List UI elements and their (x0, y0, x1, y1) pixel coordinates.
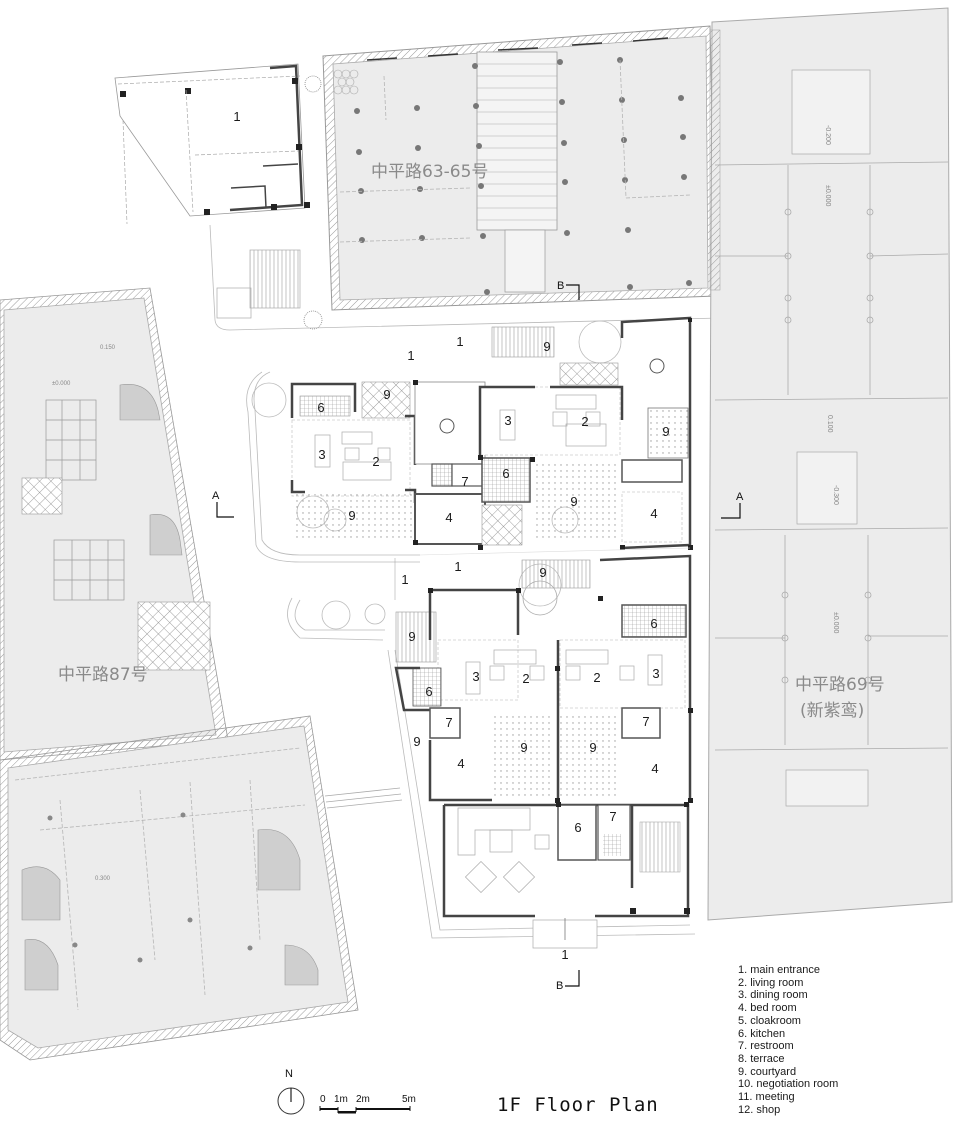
room-number: 9 (408, 629, 415, 644)
room-number: 4 (457, 756, 464, 771)
section-marker-a-right: A (721, 491, 744, 519)
section-marker-b-top: B (557, 280, 580, 300)
neighbor-east-label: 中平路69号 (795, 675, 885, 695)
nw-pavilion: 1 (114, 63, 721, 331)
room-number: 7 (445, 715, 452, 730)
room-number: 1 (401, 572, 408, 587)
room-number: 3 (472, 669, 479, 684)
room-number: 9 (539, 565, 546, 580)
room-number: 9 (383, 387, 390, 402)
legend-item: 6. kitchen (738, 1027, 786, 1040)
room-number: 1 (407, 348, 414, 363)
room-number: 9 (570, 494, 577, 509)
drawing-title: 1F Floor Plan (497, 1094, 659, 1116)
neighbor-north-label: 中平路63-65号 (371, 162, 488, 182)
room-number: 9 (589, 740, 596, 755)
room-number: 6 (574, 820, 581, 835)
elevation-label: 0.100 (826, 415, 833, 433)
room-number: 2 (372, 454, 379, 469)
legend-item: 11. meeting (738, 1091, 795, 1104)
legend-item: 7. restroom (738, 1040, 794, 1053)
room-number: 9 (348, 508, 355, 523)
room-number: 9 (413, 734, 420, 749)
room-number: 2 (522, 671, 529, 686)
legend-item: 4. bed room (738, 1002, 797, 1015)
elevation-label: -0.200 (824, 125, 831, 145)
legend-item: 1. main entrance (738, 964, 820, 976)
room-number: 7 (461, 474, 468, 489)
room-legend: 1. main entrance 2. living room 3. dinin… (738, 964, 838, 1116)
north-arrow-icon (277, 1087, 305, 1115)
room-number: 4 (445, 510, 452, 525)
legend-item: 5. cloakroom (738, 1014, 801, 1027)
room-number: 4 (651, 761, 658, 776)
legend-item: 10. negotiation room (738, 1078, 839, 1091)
elevation-label: ±0.000 (832, 612, 839, 633)
north-label: N (285, 1068, 293, 1080)
room-number: 2 (593, 670, 600, 685)
room-number: 1 (454, 559, 461, 574)
scale-label: 1m (334, 1094, 348, 1105)
neighbor-west-label: 中平路87号 (58, 665, 148, 685)
legend-item: 8. terrace (738, 1052, 785, 1065)
room-number: 6 (502, 466, 509, 481)
svg-text:B: B (557, 280, 564, 292)
elevation-label: 0.150 (100, 345, 116, 351)
room-number: 3 (652, 666, 659, 681)
scale-label: 2m (356, 1094, 370, 1105)
room-number: 7 (642, 714, 649, 729)
section-marker-b-bottom: B (556, 970, 580, 992)
footbridge (324, 787, 403, 809)
neighbor-building-east: -0.200 ±0.000 -0.300 ±0.000 0.100 中平路69号… (707, 7, 953, 921)
scale-bar (319, 1106, 411, 1114)
room-number: 6 (650, 616, 657, 631)
room-number: 1 (456, 334, 463, 349)
svg-text:A: A (212, 490, 220, 502)
elevation-label: 0.300 (95, 876, 111, 882)
main-building: 1 6 9 3 2 7 9 4 1 9 3 2 (290, 316, 693, 962)
elevation-label: -0.300 (832, 485, 839, 505)
room-number: 4 (650, 506, 657, 521)
legend-item: 2. living room (738, 976, 804, 989)
svg-text:A: A (736, 491, 744, 503)
room-number: 9 (543, 339, 550, 354)
scale-label: 0 (320, 1094, 326, 1105)
legend-item: 9. courtyard (738, 1065, 797, 1078)
room-number: 1 (561, 947, 568, 962)
elevation-label: ±0.000 (824, 185, 831, 206)
room-number: 9 (520, 740, 527, 755)
room-number: 6 (425, 684, 432, 699)
neighbor-building-west: 0.150 ±0.000 0.300 中平路87号 (0, 287, 359, 1061)
scale-label: 5m (402, 1094, 416, 1105)
room-number: 3 (318, 447, 325, 462)
neighbor-building-north: 中平路63-65号 B (322, 25, 717, 311)
room-number: 9 (662, 424, 669, 439)
legend-item: 12. shop (738, 1103, 781, 1116)
svg-text:B: B (556, 980, 563, 992)
section-marker-a-left: A (212, 490, 234, 518)
neighbor-east-sublabel: (新紫鸾) (800, 701, 864, 721)
room-number: 7 (609, 809, 616, 824)
elevation-label: ±0.000 (52, 381, 71, 387)
room-number: 2 (581, 414, 588, 429)
legend-item: 3. dining room (738, 989, 808, 1002)
room-number: 1 (233, 109, 240, 124)
room-number: 3 (504, 413, 511, 428)
room-number: 6 (317, 400, 324, 415)
